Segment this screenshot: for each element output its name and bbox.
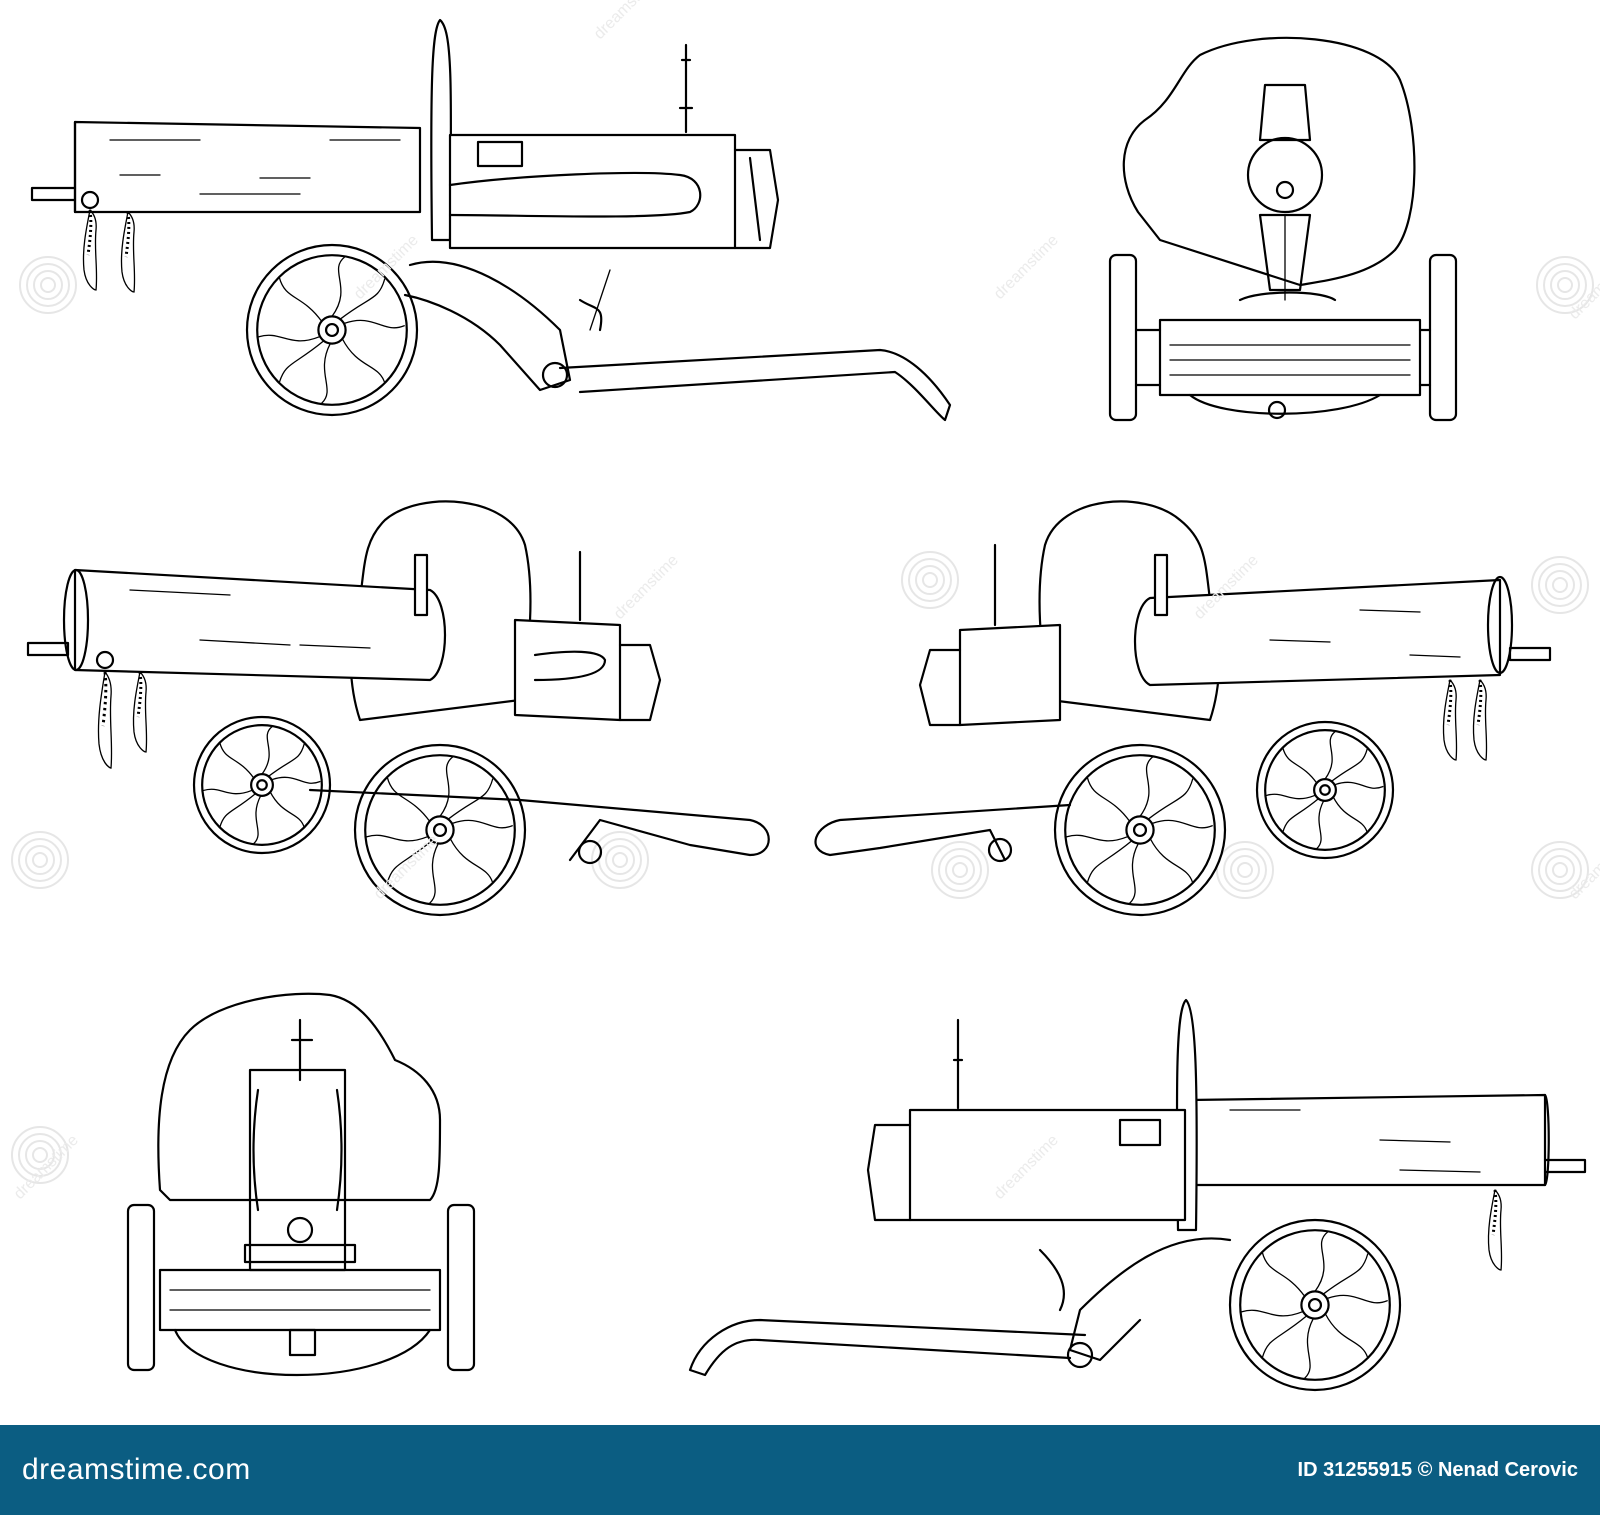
svg-text:dreamstime: dreamstime [1566,832,1600,903]
svg-text:dreamstime: dreamstime [991,232,1062,303]
footer-bar: dreamstime.com ID 31255915 © Nenad Cerov… [0,1425,1600,1515]
svg-text:dreamstime: dreamstime [611,552,682,623]
gun-side-view-bottom-right [688,998,1587,1390]
illustration-canvas: dreamstime dreamstime dreamstime dreamst… [0,0,1600,1425]
svg-text:dreamstime: dreamstime [351,232,422,303]
site-logo[interactable]: dreamstime.com [22,1453,251,1486]
gun-rear-view-bottom-left [126,992,476,1376]
svg-text:dreamstime: dreamstime [371,832,442,903]
gun-three-quarter-view-middle-right [814,500,1552,915]
gun-front-view-top-right [1108,36,1458,422]
gun-side-view-top-left [30,18,952,420]
image-credit: ID 31255915 © Nenad Cerovic [1297,1458,1578,1481]
gun-three-quarter-view-middle-left [26,500,770,915]
svg-text:dreamstime: dreamstime [591,0,662,43]
